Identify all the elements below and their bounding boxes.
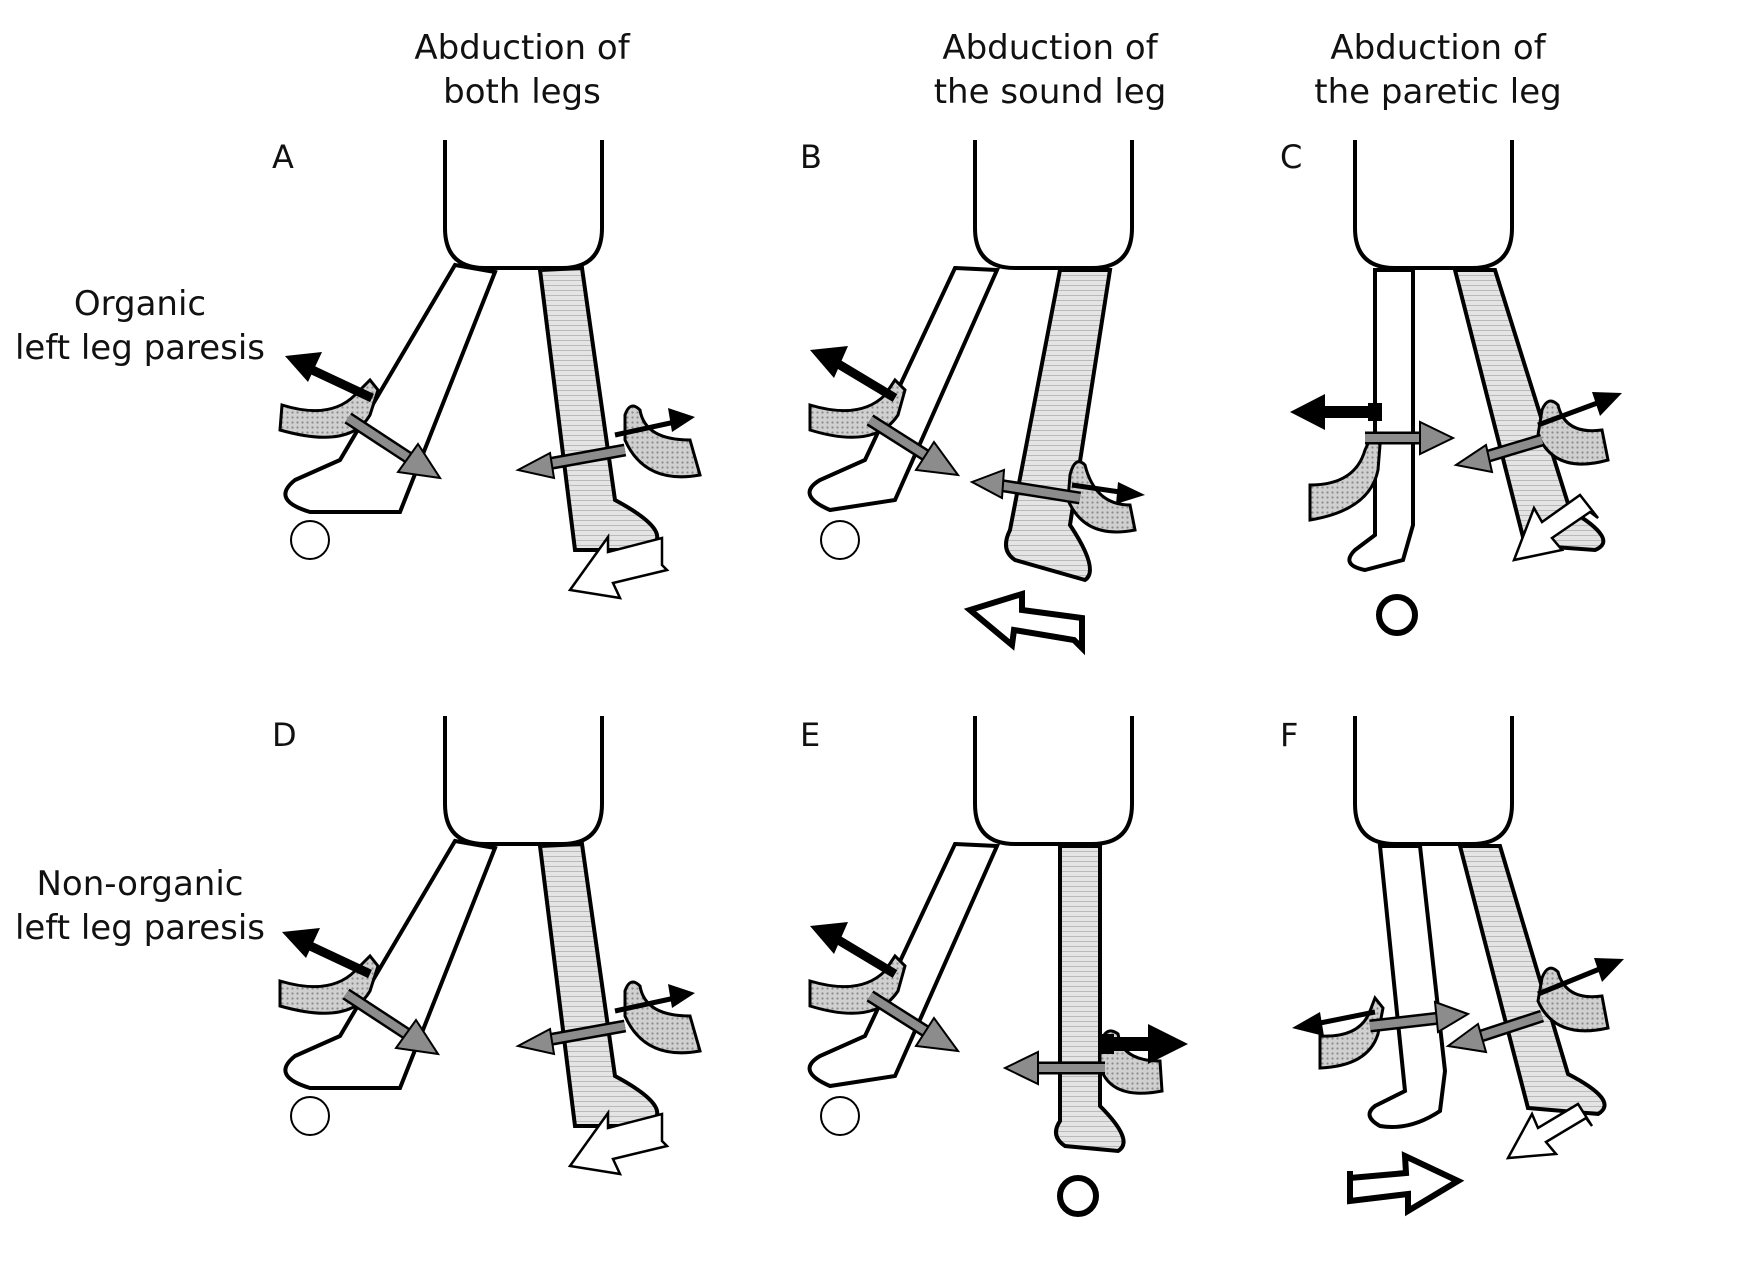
sound-leg — [283, 838, 498, 1090]
panel-letter-d: D — [272, 716, 297, 754]
gray-arrow-right — [515, 1019, 627, 1056]
left-cuff — [1308, 432, 1382, 522]
gray-arrow-left — [342, 988, 441, 1056]
gray-arrow-left — [866, 414, 961, 477]
panel-b-diagram — [807, 140, 1145, 656]
column-heading-both-legs: Abduction of both legs — [414, 28, 630, 112]
black-arrow-left — [282, 928, 372, 979]
black-arrow-left — [810, 922, 898, 978]
bold-black-arrow-right — [1098, 1024, 1188, 1064]
right-cuff — [1536, 966, 1610, 1033]
gray-arrow-right — [1445, 1009, 1545, 1054]
black-arrow-right — [1537, 392, 1622, 428]
thin-circle — [820, 520, 860, 560]
pelvis — [1353, 140, 1514, 270]
row-heading-non-organic: Non-organic left leg paresis — [14, 864, 266, 948]
panel-c-diagram — [1290, 140, 1622, 636]
gray-arrow-right — [1002, 1050, 1105, 1086]
right-cuff — [623, 404, 702, 479]
big-bold-arrow — [1347, 1151, 1465, 1217]
panel-letter-f: F — [1280, 716, 1299, 754]
pelvis — [443, 716, 604, 846]
big-hollow-arrow — [567, 533, 670, 600]
gray-arrow-left — [344, 412, 443, 480]
panel-a-diagram — [278, 140, 702, 600]
panel-letter-b: B — [800, 138, 822, 176]
paretic-leg — [1004, 268, 1113, 583]
gray-arrow-left — [1365, 420, 1456, 456]
big-hollow-arrow — [1512, 493, 1599, 562]
right-cuff — [1066, 460, 1137, 534]
panel-letter-a: A — [272, 138, 294, 176]
bold-circle — [1376, 594, 1418, 636]
black-arrow-left — [285, 352, 374, 403]
panel-e-diagram — [807, 716, 1188, 1217]
big-hollow-arrow — [1505, 1102, 1594, 1160]
thin-circle — [290, 1096, 330, 1136]
black-arrow-right — [1071, 482, 1145, 504]
thin-circle — [290, 520, 330, 560]
left-cuff — [1318, 995, 1385, 1070]
black-arrow-right — [614, 408, 695, 438]
column-heading-paretic-leg: Abduction of the paretic leg — [1314, 28, 1562, 112]
thin-circle — [820, 1096, 860, 1136]
gray-arrow-left — [1369, 1000, 1471, 1034]
black-arrow-right — [1537, 958, 1624, 997]
column-heading-sound-leg: Abduction of the sound leg — [933, 28, 1167, 112]
gray-arrow-right — [969, 468, 1082, 505]
pelvis — [973, 140, 1134, 270]
black-arrow-left — [810, 346, 898, 402]
black-arrow-right — [614, 984, 695, 1014]
panel-d-diagram — [278, 716, 702, 1176]
right-cuff — [623, 980, 702, 1055]
big-bold-arrow — [963, 589, 1085, 656]
panel-letter-c: C — [1280, 138, 1303, 176]
black-arrow-left — [1290, 394, 1382, 430]
row-heading-organic: Organic left leg paresis — [14, 284, 266, 368]
pelvis — [443, 140, 604, 270]
bold-circle — [1057, 1175, 1099, 1217]
pelvis — [1353, 716, 1514, 846]
sound-leg — [1367, 844, 1448, 1129]
black-arrow-left — [1292, 1009, 1376, 1036]
gray-arrow-right — [1453, 433, 1544, 474]
pelvis — [973, 716, 1134, 846]
paretic-leg — [1457, 844, 1607, 1117]
big-hollow-arrow — [567, 1109, 670, 1176]
gray-arrow-right — [515, 443, 627, 480]
sound-leg — [283, 262, 498, 514]
panel-letter-e: E — [800, 716, 821, 754]
paretic-leg — [1054, 844, 1126, 1154]
panel-f-diagram — [1292, 716, 1624, 1217]
gray-arrow-left — [866, 990, 961, 1053]
